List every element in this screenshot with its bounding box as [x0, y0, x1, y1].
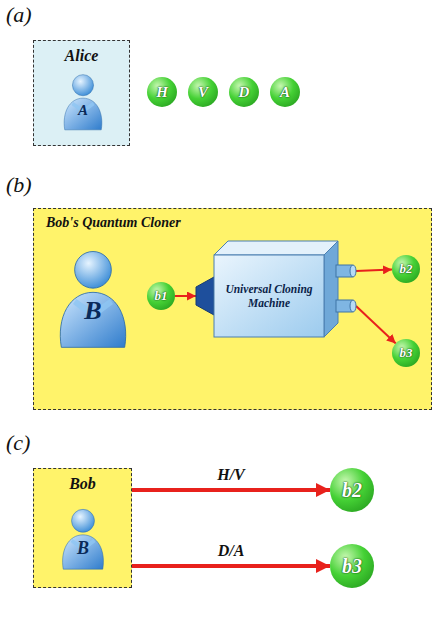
- arrow-connector: [356, 306, 396, 343]
- panel-letter: (b): [6, 172, 32, 198]
- basis-label: H/V: [217, 466, 245, 484]
- panel-heading: Bob: [40, 475, 125, 493]
- photon-ball: D: [229, 77, 259, 107]
- arrow-connector: [132, 564, 330, 568]
- person-head: [75, 252, 112, 289]
- person-letter: B: [51, 298, 135, 324]
- photon-ball: b1: [147, 282, 175, 310]
- panel-fill: [33, 40, 130, 146]
- input-funnel: [196, 277, 214, 315]
- panel-fill: [33, 468, 132, 588]
- output-port-cap: [350, 265, 356, 277]
- photon-ball: V: [188, 77, 218, 107]
- bob-panel: B Bob: [33, 468, 132, 588]
- arrow-connector: [132, 488, 330, 492]
- photon-label: b1: [155, 288, 168, 304]
- person-icon: B: [57, 501, 109, 577]
- machine-label: Universal Cloning Machine: [216, 257, 322, 335]
- cloning-machine: Universal Cloning Machine: [196, 241, 356, 337]
- machine-side: [324, 241, 338, 337]
- photon-ball: b2: [330, 468, 374, 512]
- output-port-cap: [350, 300, 356, 312]
- photon-ball: b3: [392, 339, 420, 367]
- photon-label: H: [156, 84, 168, 101]
- person-letter: A: [59, 102, 107, 117]
- person-head: [72, 75, 93, 96]
- photon-label: A: [280, 84, 290, 101]
- panel-letter: (a): [6, 2, 32, 28]
- cloner-panel: Bb1 Universal Cloning Machine b2 b3 Bob's Qu…: [33, 208, 432, 410]
- basis-label: D/A: [218, 542, 245, 560]
- panel-letter: (c): [6, 430, 30, 456]
- photon-label: b3: [400, 345, 413, 361]
- photon-ball: b2: [392, 255, 420, 283]
- photon-label: b2: [342, 479, 362, 502]
- machine-top: [214, 241, 338, 255]
- photon-label: V: [198, 84, 208, 101]
- alice-panel: A Alice: [33, 40, 130, 146]
- panel-fill: [33, 208, 432, 410]
- photon-label: b3: [342, 555, 362, 578]
- panel-heading: Alice: [40, 47, 123, 65]
- person-letter: B: [57, 539, 109, 557]
- panel-heading: Bob's Quantum Cloner: [46, 215, 425, 231]
- photon-ball: b3: [330, 544, 374, 588]
- person-icon: B: [51, 249, 135, 349]
- photon-ball: A: [270, 77, 300, 107]
- arrow-connector: [356, 270, 392, 271]
- arrow-connector: [175, 295, 196, 297]
- machine-front: [214, 255, 324, 337]
- photon-ball: H: [147, 77, 177, 107]
- person-head: [72, 509, 95, 532]
- photon-label: b2: [400, 261, 413, 277]
- photon-label: D: [239, 84, 250, 101]
- person-icon: A: [59, 69, 107, 135]
